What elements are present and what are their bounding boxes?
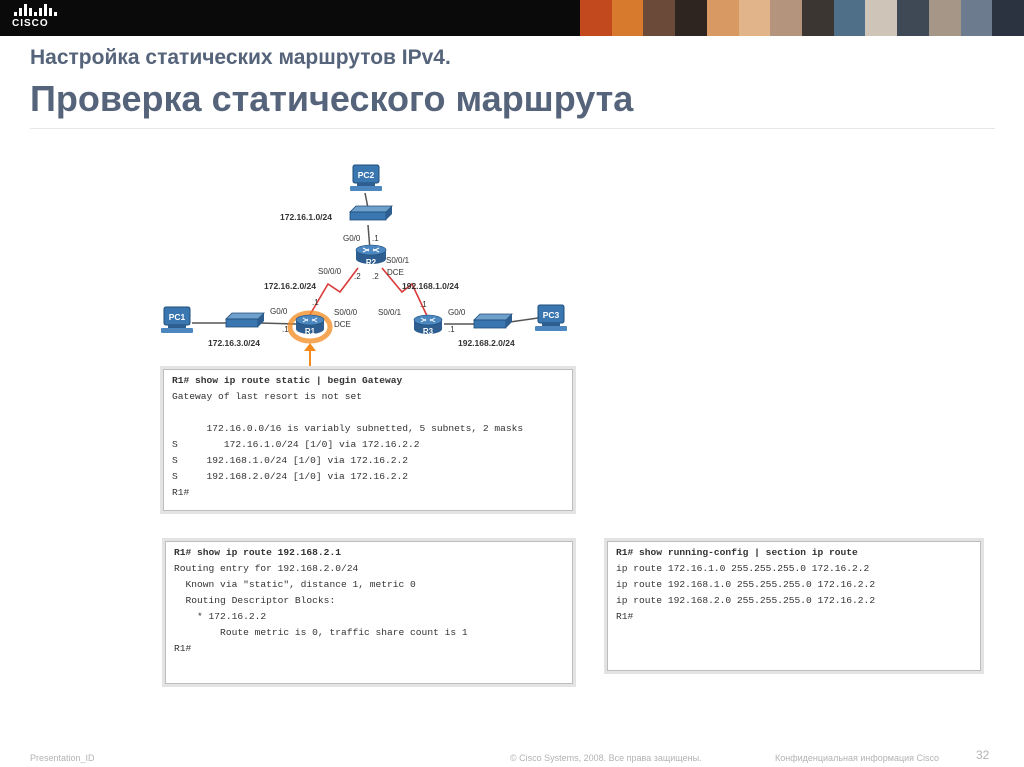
terminal-output-line: R1#: [616, 611, 634, 622]
interface-host-label: .1: [312, 298, 319, 307]
switch-icon: [225, 312, 265, 328]
link-pc2-switch: [364, 192, 369, 209]
interface-label: S0/0/0: [334, 308, 358, 317]
r3-label: R3: [423, 327, 434, 336]
pc3-label: PC3: [543, 310, 560, 320]
footer-copyright: © Cisco Systems, 2008. Все права защищен…: [510, 753, 702, 763]
terminal-command-line: R1# show ip route 192.168.2.1: [174, 547, 341, 558]
header-photo-tile: [643, 0, 676, 36]
header-photo-tile: [738, 0, 771, 36]
interface-host-label: .1: [282, 325, 289, 334]
terminal-output-line: Gateway of last resort is not set: [172, 391, 362, 402]
slide-title: Проверка статического маршрута: [30, 78, 634, 119]
r2-router-icon: R2: [355, 244, 387, 267]
r1-router-icon: R1: [287, 310, 333, 344]
header-photo-tile: [580, 0, 612, 36]
terminal-output-line: * 172.16.2.2: [174, 611, 267, 622]
pc1-label: PC1: [169, 312, 186, 322]
cisco-bridge-icon: [14, 4, 62, 16]
header-bar: CISCO: [0, 0, 1024, 36]
link-switch-pc3: [509, 317, 539, 323]
terminal-output-line: S 192.168.2.0/24 [1/0] via 172.16.2.2: [172, 471, 409, 482]
network-label: 172.16.3.0/24: [208, 338, 260, 348]
title-divider: [30, 128, 995, 129]
pc1-icon: PC1: [161, 306, 193, 333]
cisco-logo-text: CISCO: [12, 18, 49, 29]
serial-link-r1-r2: [307, 267, 359, 319]
terminal-output-line: ip route 172.16.1.0 255.255.255.0 172.16…: [616, 563, 870, 574]
terminal-output-line: R1#: [174, 643, 192, 654]
header-photo-tile: [770, 0, 803, 36]
terminal-output-line: S 192.168.1.0/24 [1/0] via 172.16.2.2: [172, 455, 409, 466]
network-label: 172.16.1.0/24: [280, 212, 332, 222]
terminal-output-line: Route metric is 0, traffic share count i…: [174, 627, 468, 638]
page-number: 32: [976, 748, 990, 762]
network-topology-diagram: PC2 PC1 PC3 R2: [161, 164, 567, 366]
network-label: 192.168.2.0/24: [458, 338, 515, 348]
terminal-output-line: Routing Descriptor Blocks:: [174, 595, 336, 606]
terminal-command-line: R1# show ip route static | begin Gateway: [172, 375, 403, 386]
dce-label: DCE: [387, 268, 404, 277]
interface-label: G0/0: [343, 234, 361, 243]
terminal-output-line: 172.16.0.0/16 is variably subnetted, 5 s…: [172, 423, 524, 434]
r3-router-icon: R3: [413, 314, 443, 336]
terminal-command-line: R1# show running-config | section ip rou…: [616, 547, 858, 558]
interface-host-label: .1: [448, 325, 455, 334]
switch-icon: [349, 205, 393, 221]
header-photo-tile: [865, 0, 898, 36]
header-photo-tile: [611, 0, 644, 36]
terminal-output-line: ip route 192.168.2.0 255.255.255.0 172.1…: [616, 595, 876, 606]
switch-icon: [473, 313, 513, 329]
terminal-output-line: R1#: [172, 487, 190, 498]
interface-host-label: .1: [372, 234, 379, 243]
header-photo-tile: [928, 0, 961, 36]
network-label: 192.168.1.0/24: [402, 281, 459, 291]
header-photo-tile: [706, 0, 739, 36]
r1-label: R1: [305, 327, 316, 336]
serial-link-r2-r3: [381, 267, 429, 319]
header-photo-tile: [802, 0, 834, 36]
interface-label: S0/0/1: [386, 256, 410, 265]
terminal-output-line: Known via "static", distance 1, metric 0: [174, 579, 416, 590]
header-photo-strip: [580, 0, 1024, 36]
terminal-output-line: S 172.16.1.0/24 [1/0] via 172.16.2.2: [172, 439, 420, 450]
interface-host-label: .1: [420, 300, 427, 309]
interface-label: S0/0/0: [318, 267, 342, 276]
terminal-output-line: ip route 192.168.1.0 255.255.255.0 172.1…: [616, 579, 876, 590]
network-label: 172.16.2.0/24: [264, 281, 316, 291]
header-photo-tile: [833, 0, 866, 36]
r2-label: R2: [366, 258, 377, 267]
cisco-logo: CISCO: [12, 4, 62, 32]
pc2-icon: PC2: [350, 164, 382, 191]
header-photo-tile: [675, 0, 707, 36]
interface-host-label: .2: [372, 272, 379, 281]
header-photo-tile: [897, 0, 929, 36]
slide-subtitle: Настройка статических маршрутов IPv4.: [30, 46, 451, 69]
terminal-show-running-config: R1# show running-config | section ip rou…: [607, 541, 981, 671]
terminal-output-line: Routing entry for 192.168.2.0/24: [174, 563, 359, 574]
up-arrow-icon: [304, 343, 316, 366]
header-photo-tile: [960, 0, 993, 36]
pc2-label: PC2: [358, 170, 375, 180]
interface-label: S0/0/1: [378, 308, 402, 317]
interface-host-label: .2: [354, 272, 361, 281]
interface-label: G0/0: [448, 308, 466, 317]
footer-confidential: Конфиденциальная информация Cisco: [775, 753, 940, 763]
dce-label: DCE: [334, 320, 351, 329]
interface-label: G0/0: [270, 307, 288, 316]
terminal-output-line: [164, 405, 572, 421]
footer-presentation-id: Presentation_ID: [30, 753, 95, 763]
pc3-icon: PC3: [535, 304, 567, 331]
terminal-show-ip-route-static: R1# show ip route static | begin Gateway…: [163, 369, 573, 511]
header-photo-tile: [992, 0, 1024, 36]
